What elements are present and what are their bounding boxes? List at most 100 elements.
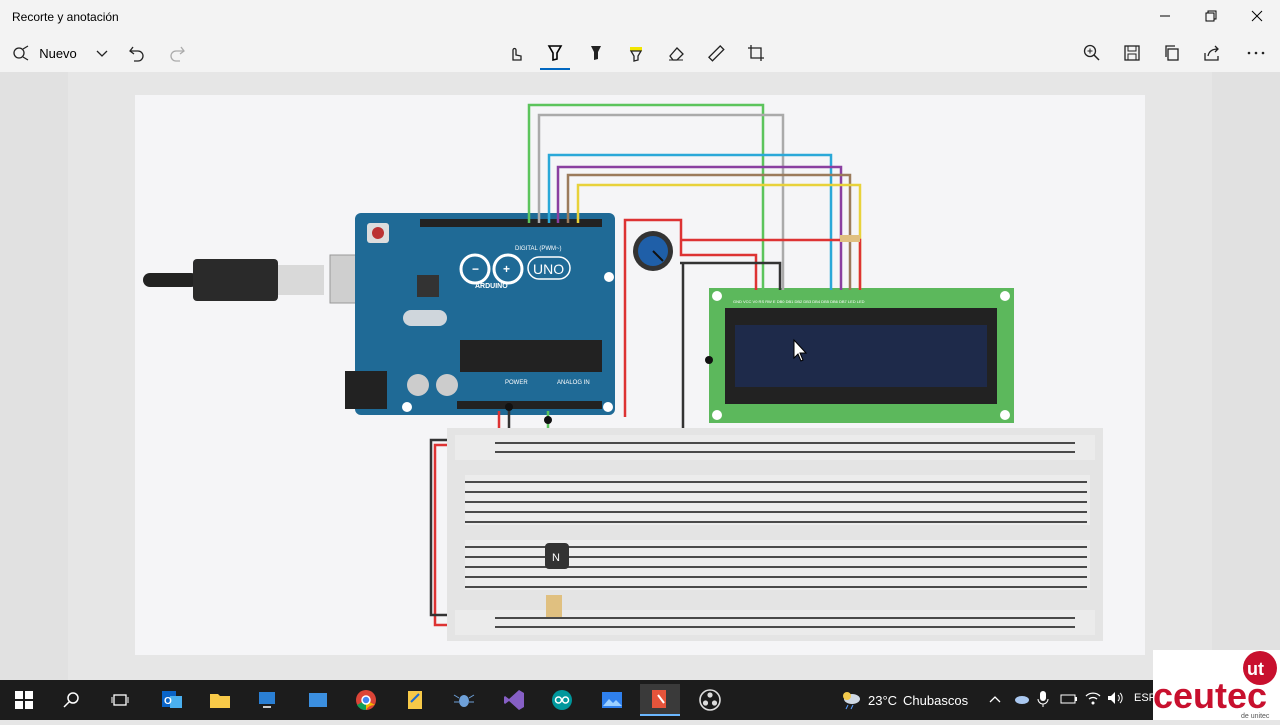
more-icon (1247, 51, 1265, 55)
arduino-power-label: POWER (505, 380, 528, 386)
app-blue[interactable] (298, 684, 338, 716)
outlook-app[interactable]: O (152, 684, 192, 716)
lcd-pin-labels: GND VCC V0 RS RW E DB0 DB1 DB2 DB3 DB4 D… (733, 299, 865, 304)
svg-text:ceutec: ceutec (1153, 675, 1267, 716)
snip-icon (13, 45, 29, 61)
share-button[interactable] (1198, 38, 1226, 68)
app-window-icon (309, 693, 327, 707)
copy-icon (1165, 45, 1179, 61)
crop-button[interactable] (742, 38, 770, 68)
start-button[interactable] (4, 684, 44, 716)
show-hidden-icons-button[interactable] (988, 692, 1002, 711)
app-spider[interactable] (444, 684, 484, 716)
potentiometer (633, 231, 673, 271)
windows-logo-icon (15, 691, 33, 709)
svg-text:ut: ut (1247, 659, 1264, 679)
remote-desktop-icon (259, 692, 275, 708)
visual-studio-app[interactable] (494, 684, 534, 716)
file-explorer-app[interactable] (200, 684, 240, 716)
ceutec-watermark: ut ceutec de unitec (1153, 650, 1280, 720)
eraser-button[interactable] (662, 38, 690, 68)
circuit-diagram: − + UNO ARDUINO DIGITAL (PWM~) POWER ANA… (143, 103, 1103, 641)
toolbar: Nuevo (0, 34, 1280, 72)
redo-button[interactable] (164, 38, 190, 68)
arduino-icon (552, 690, 572, 710)
arduino-board: − + UNO ARDUINO DIGITAL (PWM~) POWER ANA… (345, 213, 615, 415)
zoom-in-icon (1083, 44, 1100, 61)
ballpoint-pen-icon (547, 45, 563, 62)
visual-studio-icon (504, 690, 524, 710)
outlook-icon: O (162, 691, 182, 708)
chrome-icon (356, 690, 376, 711)
onedrive-icon[interactable] (1012, 690, 1030, 711)
remote-desktop-app[interactable] (248, 684, 288, 716)
snip-sketch-app[interactable] (640, 684, 680, 716)
highlighter-button[interactable] (622, 38, 650, 68)
obs-icon (699, 689, 721, 711)
more-options-button[interactable] (1242, 38, 1270, 68)
restore-icon (1205, 10, 1217, 22)
close-button[interactable] (1234, 0, 1280, 32)
title-bar: Recorte y anotación (0, 0, 1280, 34)
pencil-button[interactable] (582, 38, 610, 68)
ceutec-logo: ut ceutec de unitec (1153, 651, 1277, 720)
search-button[interactable] (52, 684, 92, 716)
microphone-icon[interactable] (1036, 690, 1050, 713)
image-icon (602, 692, 622, 708)
window-title: Recorte y anotación (12, 10, 119, 24)
search-icon (63, 692, 79, 708)
transistor-label: N (552, 552, 560, 564)
bug-icon (453, 694, 475, 707)
breadboard-holes (465, 442, 1087, 628)
notepad-icon (408, 691, 422, 709)
restore-button[interactable] (1188, 0, 1234, 32)
snip-image[interactable]: − + UNO ARDUINO DIGITAL (PWM~) POWER ANA… (135, 95, 1145, 655)
arduino-model-label: UNO (533, 261, 564, 277)
arduino-analog-label: ANALOG IN (557, 380, 590, 386)
zoom-button[interactable] (1078, 38, 1106, 68)
obs-app[interactable] (690, 684, 730, 716)
save-icon (1124, 45, 1140, 61)
ballpoint-pen-button[interactable] (540, 38, 570, 70)
redo-icon (170, 46, 185, 62)
usb-cable (143, 254, 393, 304)
minimize-button[interactable] (1142, 0, 1188, 32)
folder-icon (210, 694, 230, 708)
battery-icon[interactable] (1060, 692, 1078, 711)
photos-app[interactable] (592, 684, 632, 716)
chevron-up-icon (989, 696, 1001, 703)
weather-temp: 23°C (868, 692, 898, 708)
svg-text:−: − (472, 262, 479, 276)
new-snip-button[interactable]: Nuevo (10, 38, 110, 68)
touch-hand-icon (512, 47, 522, 61)
chevron-down-icon (96, 50, 108, 57)
canvas-margin-left (0, 72, 68, 680)
undo-button[interactable] (124, 38, 150, 68)
python-idle-app[interactable] (395, 684, 435, 716)
arduino-digital-label: DIGITAL (PWM~) (515, 246, 562, 252)
weather-widget[interactable]: 23°C Chubascos (840, 680, 968, 720)
ruler-button[interactable] (702, 38, 730, 68)
crop-icon (748, 45, 764, 61)
svg-text:+: + (503, 262, 510, 276)
volume-icon[interactable] (1106, 690, 1124, 711)
wifi-icon[interactable] (1084, 690, 1102, 711)
svg-text:O: O (164, 696, 172, 707)
touch-writing-button[interactable] (502, 38, 530, 68)
new-label: Nuevo (39, 45, 77, 61)
save-button[interactable] (1118, 38, 1146, 68)
mouse-cursor-icon (793, 338, 808, 362)
ruler-icon (708, 45, 725, 62)
pencil-icon (591, 46, 601, 60)
chrome-app[interactable] (346, 684, 386, 716)
share-icon (1204, 45, 1219, 61)
copy-button[interactable] (1158, 38, 1186, 68)
undo-icon (129, 46, 144, 62)
task-view-icon (111, 694, 129, 706)
canvas-margin-right (1212, 72, 1280, 680)
arduino-brand-label: ARDUINO (475, 283, 508, 290)
arduino-ide-app[interactable] (542, 684, 582, 716)
lcd-display: GND VCC V0 RS RW E DB0 DB1 DB2 DB3 DB4 D… (709, 288, 1014, 423)
task-view-button[interactable] (100, 684, 140, 716)
language-indicator[interactable]: ESP (1134, 692, 1157, 704)
